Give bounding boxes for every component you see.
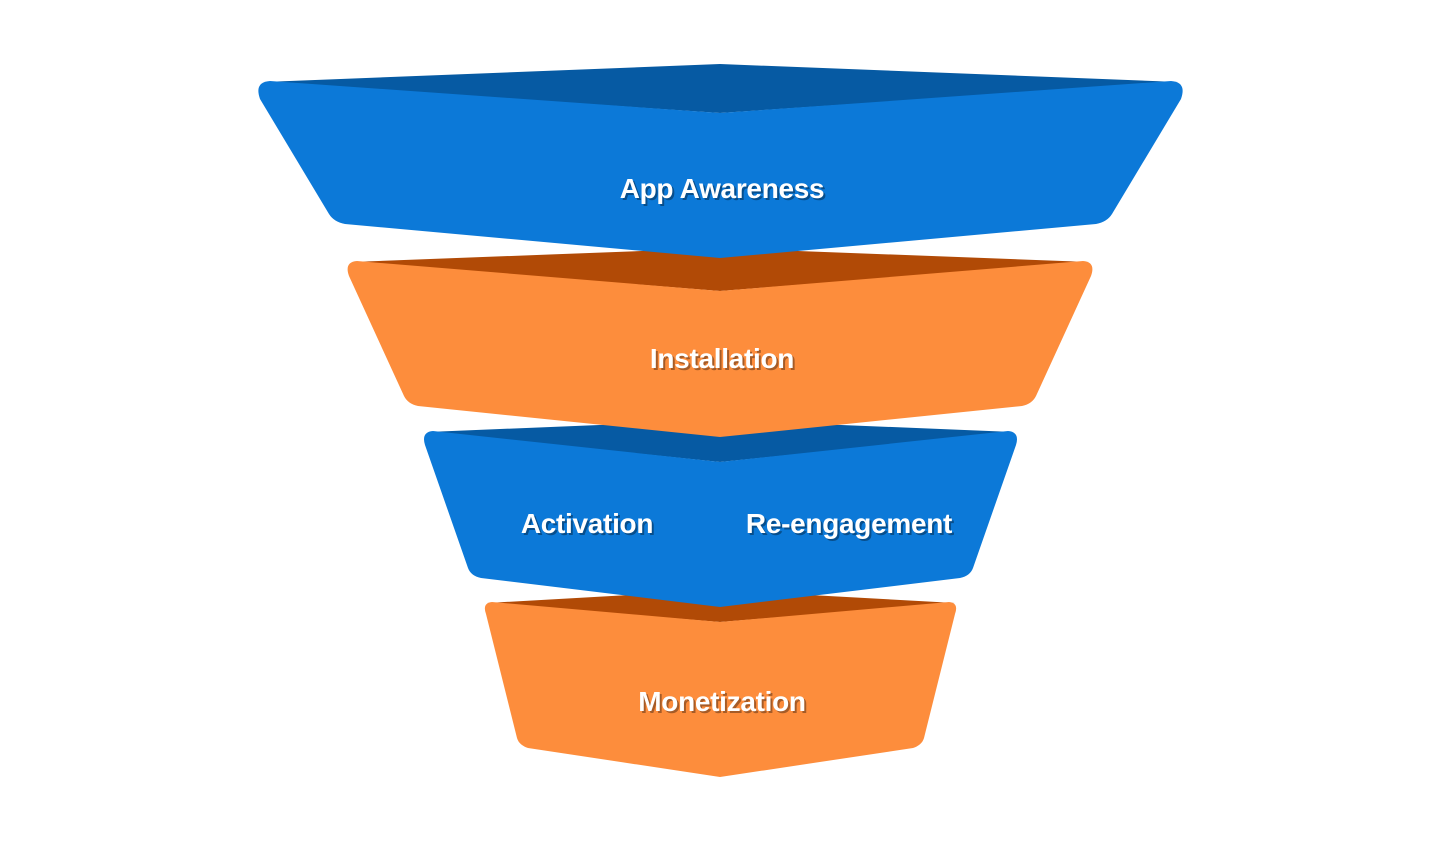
activation-label: Activation [521, 508, 653, 539]
activation-label-shadow: Activation [523, 510, 655, 541]
stage-monetization: Monetization Monetization [484, 590, 957, 777]
stage-app-awareness-shade [264, 64, 1178, 113]
stage-installation-label-shadow: Installation [652, 345, 796, 376]
stage-installation-label: Installation [650, 343, 794, 374]
reengagement-label: Re-engagement [746, 508, 952, 539]
stage-activation: Activation Activation Re-engagement Re-e… [424, 420, 1017, 607]
stage-activation-body [424, 431, 1017, 607]
stage-app-awareness-label-shadow: App Awareness [622, 175, 827, 206]
stage-app-awareness: App Awareness App Awareness [258, 64, 1183, 258]
stage-app-awareness-body [258, 81, 1183, 258]
stage-activation-shade [428, 420, 1013, 462]
stage-monetization-label-shadow: Monetization [640, 688, 808, 719]
stage-installation-body [347, 261, 1093, 437]
stage-installation: Installation Installation [347, 248, 1093, 437]
stage-monetization-body [484, 602, 957, 777]
reengagement-label-shadow: Re-engagement [748, 510, 954, 541]
stage-monetization-label: Monetization [638, 686, 806, 717]
stage-app-awareness-label: App Awareness [620, 173, 825, 204]
stage-installation-shade [352, 248, 1089, 291]
